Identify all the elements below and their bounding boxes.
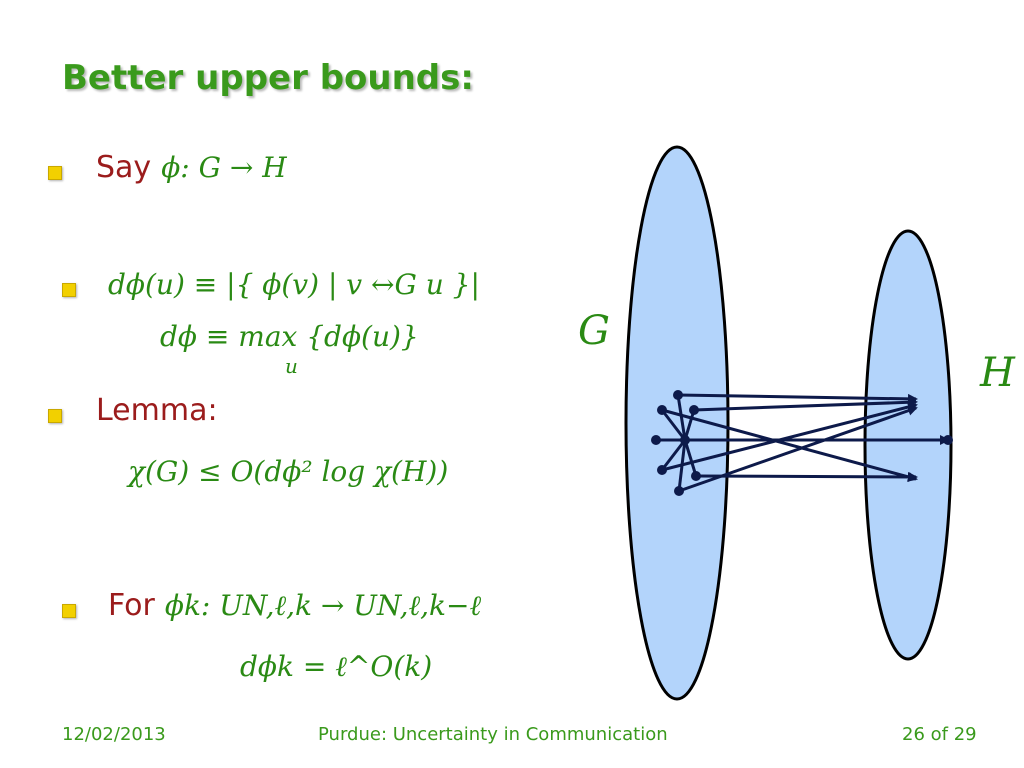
graph-g-edge: [683, 409, 696, 441]
graph-g-vertex: [674, 486, 684, 496]
bullet-say: Say ϕ: G → H: [96, 150, 287, 185]
for-degree-result: dϕk = ℓ^O(k): [240, 650, 433, 683]
bullet-marker: [48, 409, 62, 423]
footer-title: Purdue: Uncertainty in Communication: [318, 724, 668, 745]
degree-definition: dϕ(u) ≡ |{ ϕ(v) | v ↔G u }|: [108, 268, 480, 301]
graph-g-vertex: [673, 390, 683, 400]
bullet-marker: [48, 166, 62, 180]
graph-h-label: H: [980, 350, 1015, 396]
mapping-arrow: [693, 397, 918, 412]
graph-h-ellipse: [863, 229, 953, 661]
graph-g-vertex: [689, 405, 699, 415]
graph-g-vertex: [680, 435, 690, 445]
graph-g-vertex: [691, 471, 701, 481]
bullet-say-label: Say: [96, 150, 152, 185]
mapping-arrow: [661, 402, 918, 472]
lemma-label: Lemma:: [96, 393, 218, 428]
mapping-arrow: [695, 471, 918, 482]
graph-g-edge: [676, 394, 687, 441]
mapping-arrow: [678, 405, 918, 493]
graph-g-label: G: [578, 308, 610, 354]
graph-g-edge: [683, 439, 698, 477]
graph-g-vertex: [657, 405, 667, 415]
mapping-arrow: [677, 393, 918, 404]
bullet-marker: [62, 283, 76, 297]
mapping-arrow: [661, 408, 918, 482]
graph-g-vertex: [657, 465, 667, 475]
page-number: 26 of 29: [902, 724, 977, 745]
graph-g-edge: [660, 439, 687, 471]
slide-title: Better upper bounds:: [62, 58, 474, 98]
bullet-marker: [62, 604, 76, 618]
graph-h-vertex: [943, 435, 953, 445]
bullet-for-math: ϕk: UN,ℓ,k → UN,ℓ,k−ℓ: [164, 589, 482, 622]
bullet-for-label: For: [108, 588, 155, 623]
max-subscript: u: [285, 354, 298, 378]
footer-date: 12/02/2013: [62, 724, 166, 745]
graph-g-edge: [660, 409, 687, 441]
graph-g-ellipse: [624, 145, 730, 701]
graph-g-vertex: [651, 435, 661, 445]
bullet-say-math: ϕ: G → H: [161, 151, 287, 184]
max-degree-definition: dϕ ≡ max {dϕ(u)}: [160, 320, 419, 353]
lemma-statement: χ(G) ≤ O(dϕ² log χ(H)): [128, 455, 449, 488]
bullet-for: For ϕk: UN,ℓ,k → UN,ℓ,k−ℓ: [108, 588, 481, 623]
